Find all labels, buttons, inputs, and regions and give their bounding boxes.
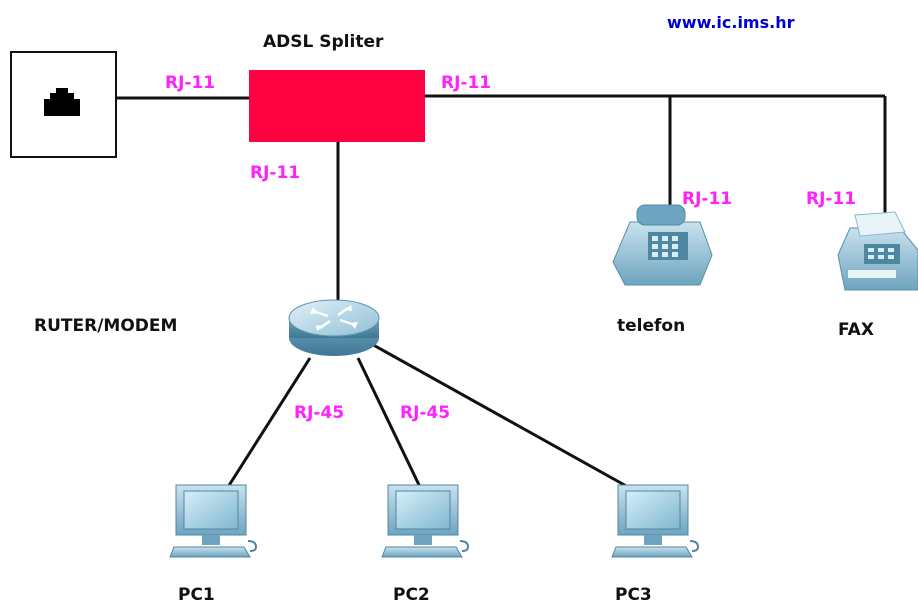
port-label-telefon: RJ-11 [682,189,732,209]
port-label-fax: RJ-11 [806,189,856,209]
port-label-router-to-pc2: RJ-45 [400,403,450,423]
adsl-splitter [249,70,425,142]
fax-label: FAX [838,320,874,340]
wires [116,94,887,494]
router-label: RUTER/MODEM [34,316,177,336]
wire-router-to-pc1 [226,357,312,488]
telephone-icon [612,204,713,286]
wire-router-to-pc2 [356,357,422,488]
splitter-box [249,70,425,142]
pc1-icon [169,484,258,558]
telefon-label: telefon [617,316,685,336]
port-label-splitter-to-line: RJ-11 [441,73,491,93]
splitter-title: ADSL Spliter [263,32,384,52]
port-label-wall-to-splitter: RJ-11 [165,73,215,93]
pc3-icon [611,484,700,558]
pc2-label: PC2 [393,585,430,605]
wall-jack-icon [44,88,80,116]
pc3-label: PC3 [615,585,652,605]
pc1-label: PC1 [178,585,215,605]
wall-jack [10,51,117,158]
port-label-router-to-pc1: RJ-45 [294,403,344,423]
fax-icon [837,211,918,291]
website-link[interactable]: www.ic.ims.hr [667,13,795,32]
wire-router-to-pc3 [367,340,638,494]
port-label-splitter-to-router: RJ-11 [250,163,300,183]
router-icon [288,299,380,356]
pc2-icon [381,484,470,558]
